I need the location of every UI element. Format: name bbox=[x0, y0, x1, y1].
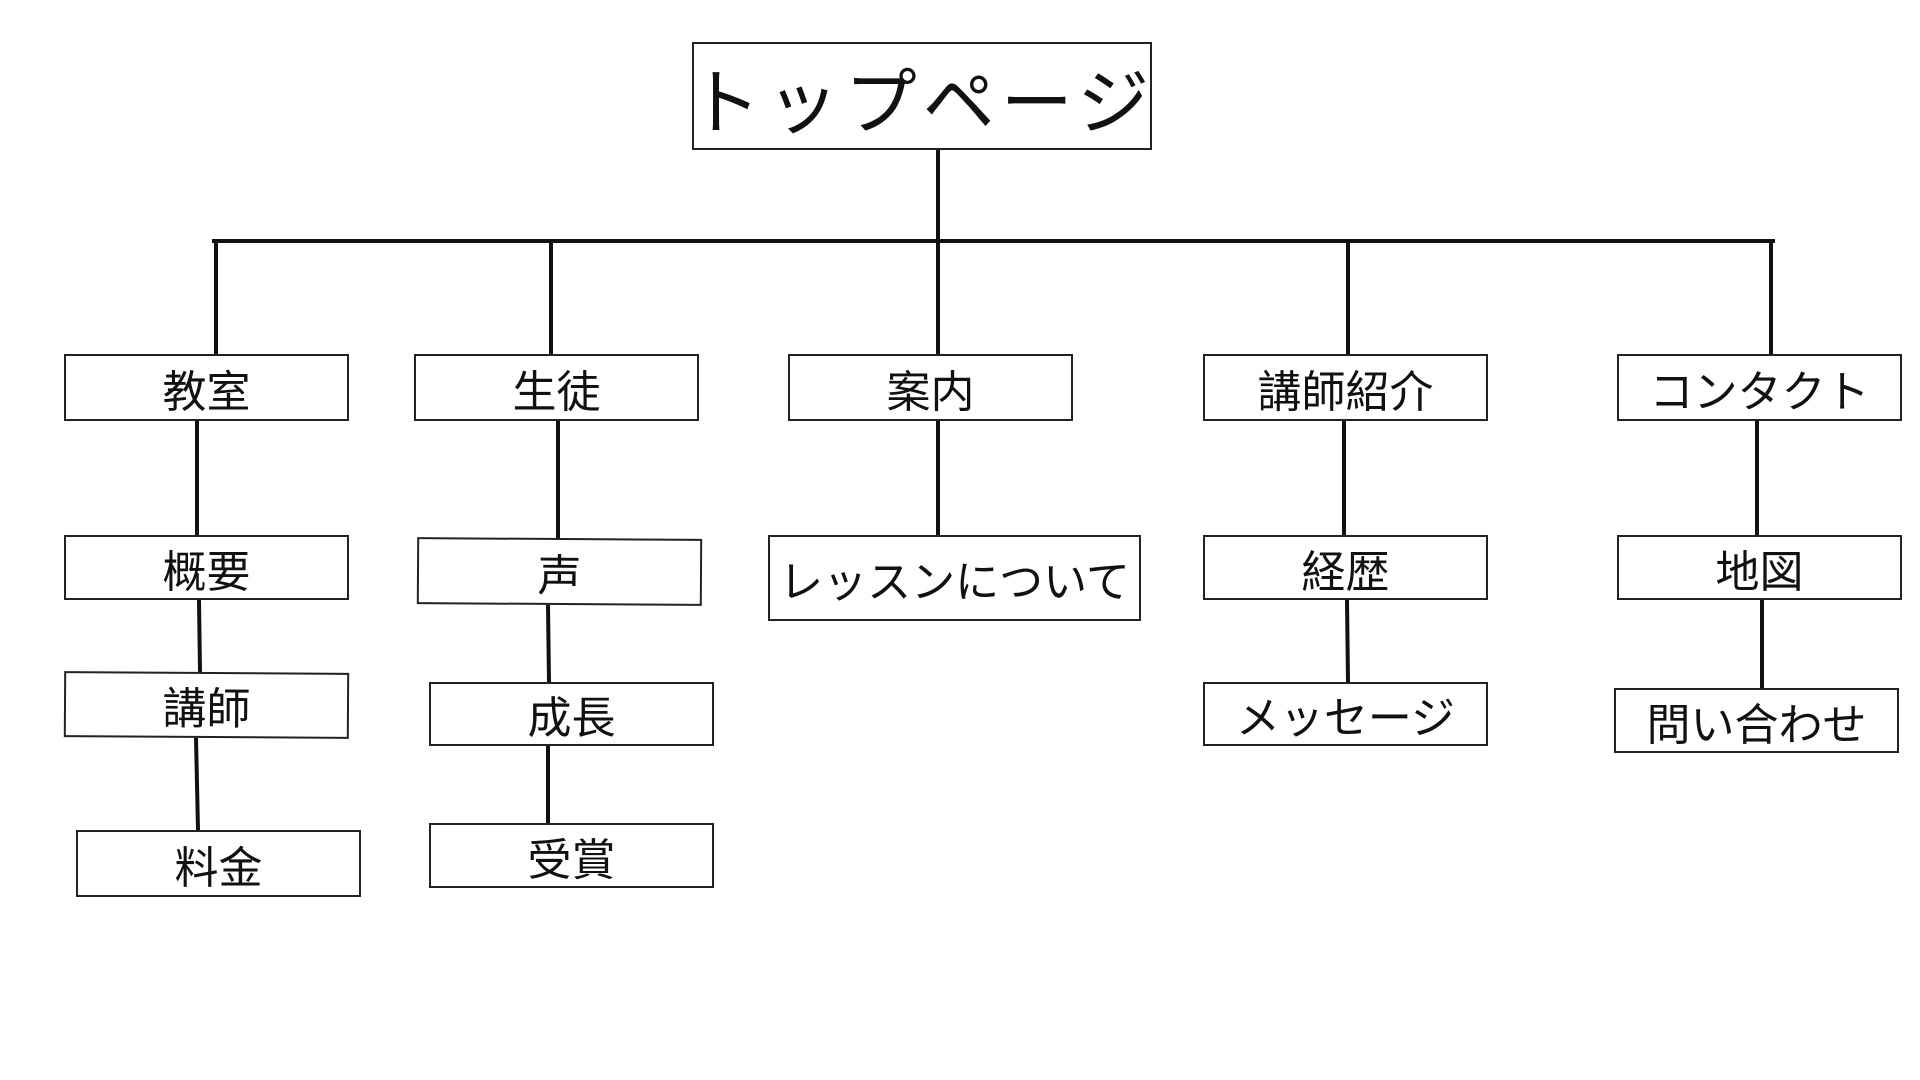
section-node-students: 生徒 bbox=[414, 354, 699, 421]
child-node-fees: 料金 bbox=[76, 830, 361, 897]
section-node-classroom: 教室 bbox=[64, 354, 349, 421]
child-node-about-lessons: レッスンについて bbox=[768, 535, 1141, 621]
section-node-instructors: 講師紹介 bbox=[1203, 354, 1488, 421]
child-node-label: 概要 bbox=[162, 546, 251, 598]
section-node-label: 教室 bbox=[162, 366, 251, 418]
section-node-label: 案内 bbox=[886, 366, 975, 418]
child-node-label: 声 bbox=[537, 550, 582, 602]
child-node-label: 問い合わせ bbox=[1646, 699, 1867, 751]
section-node-guide: 案内 bbox=[788, 354, 1073, 421]
child-link-line bbox=[193, 735, 201, 833]
child-node-label: 料金 bbox=[174, 842, 263, 894]
child-link-line bbox=[196, 597, 203, 675]
child-node-instructor: 講師 bbox=[63, 671, 350, 739]
section-node-label: 生徒 bbox=[512, 366, 601, 418]
child-node-label: レッスンについて bbox=[779, 557, 1130, 608]
child-node-growth: 成長 bbox=[429, 682, 714, 746]
child-node-label: 講師 bbox=[162, 683, 251, 736]
child-node-inquiry: 問い合わせ bbox=[1614, 688, 1899, 753]
section-node-contact: コンタクト bbox=[1617, 354, 1902, 421]
child-link-line bbox=[545, 602, 552, 685]
child-node-label: メッセージ bbox=[1235, 693, 1456, 744]
child-node-career: 経歴 bbox=[1203, 535, 1488, 600]
child-node-voices: 声 bbox=[416, 537, 703, 606]
child-node-label: 成長 bbox=[527, 693, 616, 744]
child-node-label: 地図 bbox=[1715, 546, 1804, 598]
child-node-awards: 受賞 bbox=[429, 823, 714, 888]
section-node-label: コンタクト bbox=[1649, 366, 1870, 418]
child-node-overview: 概要 bbox=[64, 535, 349, 600]
child-node-message: メッセージ bbox=[1203, 682, 1488, 746]
child-link-line bbox=[1344, 597, 1351, 685]
section-node-label: 講師紹介 bbox=[1257, 366, 1434, 418]
child-node-label: 経歴 bbox=[1301, 546, 1390, 598]
root-node-label: トップページ bbox=[692, 60, 1152, 145]
child-node-label: 受賞 bbox=[527, 834, 616, 886]
child-node-map: 地図 bbox=[1617, 535, 1902, 600]
root-node-top-page: トップページ bbox=[692, 42, 1152, 150]
